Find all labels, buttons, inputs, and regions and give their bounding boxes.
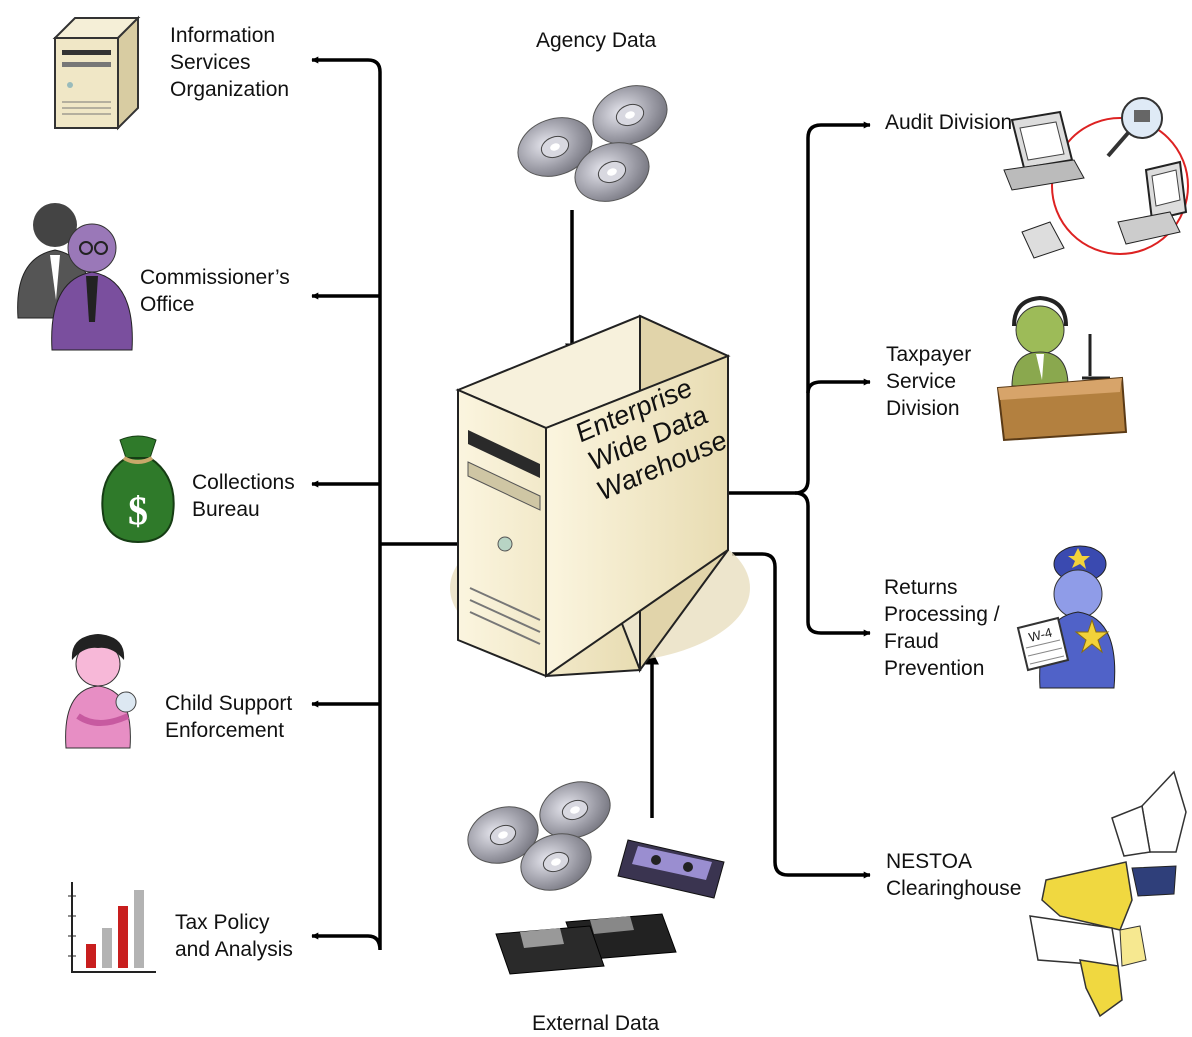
left-node-commissioners-office: Commissioner’s Office	[140, 266, 290, 316]
source-arrows	[565, 210, 659, 818]
left-bus	[311, 56, 458, 951]
left-node-information-services: Information Services Organization	[170, 24, 290, 101]
left-node-tax-policy: Tax Policy and Analysis	[175, 911, 293, 961]
external-data-media-icon	[467, 781, 725, 975]
mother-child-icon	[65, 634, 137, 749]
audit-network-icon	[1003, 97, 1189, 259]
two-people-icon	[17, 203, 133, 351]
bar-chart-icon	[68, 882, 156, 973]
server-tower-icon	[52, 15, 141, 131]
left-node-child-support: Child Support Enforcement	[165, 692, 293, 742]
external-data-label: External Data	[532, 1012, 660, 1035]
call-center-agent-icon	[996, 295, 1128, 442]
agency-data-discs-icon	[517, 85, 668, 202]
right-node-audit-division: Audit Division	[885, 111, 1013, 134]
northeast-states-map-icon	[1029, 770, 1187, 1018]
right-node-nestoa: NESTOA Clearinghouse	[886, 850, 1022, 900]
police-officer-w4-icon: W-4	[1016, 545, 1116, 689]
money-bag-icon: $	[101, 435, 175, 544]
right-node-taxpayer-service: Taxpayer Service Division	[886, 343, 972, 420]
warehouse-server	[450, 314, 750, 678]
agency-data-label: Agency Data	[536, 29, 657, 52]
left-node-collections-bureau: Collections Bureau	[192, 471, 295, 521]
right-bus	[728, 121, 871, 879]
dollar-sign-glyph: $	[128, 488, 148, 533]
right-node-returns-processing: Returns Processing / Fraud Prevention	[884, 576, 1000, 680]
w4-form-glyph: W-4	[1027, 625, 1054, 645]
